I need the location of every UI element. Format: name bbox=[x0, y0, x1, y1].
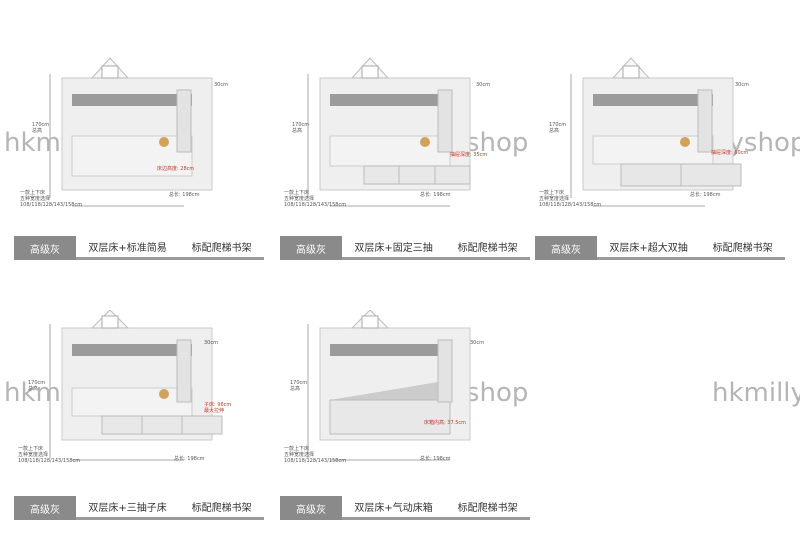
inner-dimension-label: 床边高度: 28cm bbox=[157, 166, 195, 172]
dimension-label: 30cm bbox=[214, 82, 228, 88]
color-tag: 高级灰 bbox=[14, 496, 76, 520]
product-description: 双层床+超大双抽 bbox=[609, 243, 688, 254]
color-tag: 高级灰 bbox=[280, 496, 342, 520]
product-panel-3: 30cm 170cm 总高 抽屉深度: 60cm 总长: 198cm 一款上下床… bbox=[535, 50, 785, 260]
dimension-label: 170cm bbox=[28, 380, 46, 386]
bunk-bed-image bbox=[49, 57, 213, 207]
inner-dimension-label: 抽屉深度: 60cm bbox=[711, 150, 749, 156]
caption-bar: 高级灰 双层床+固定三抽 标配爬梯书架 bbox=[280, 236, 530, 260]
width-options-label: 一款上下床 五种宽度选择 108/118/128/143/158cm bbox=[284, 190, 347, 208]
ladder-feature: 标配爬梯书架 bbox=[191, 503, 252, 514]
color-tag: 高级灰 bbox=[280, 236, 342, 260]
product-panel-2: 30cm 170cm 总高 抽屉深度: 35cm 总长: 198cm 一款上下床… bbox=[280, 50, 530, 260]
dimension-label: 总高 bbox=[32, 128, 43, 134]
inner-dimension-label: 床箱内高: 37.5cm bbox=[424, 420, 467, 426]
dimension-label: 170cm bbox=[292, 122, 310, 128]
dimension-label: 170cm bbox=[549, 122, 567, 128]
bunk-bed-image bbox=[307, 57, 471, 207]
product-description: 双层床+气动床箱 bbox=[354, 503, 433, 514]
dimension-label: 170cm bbox=[290, 380, 308, 386]
ladder-feature: 标配爬梯书架 bbox=[712, 243, 773, 254]
width-options-label: 一款上下床 五种宽度选择 108/118/128/143/158cm bbox=[284, 446, 347, 464]
dimension-label: 170cm bbox=[32, 122, 50, 128]
bunk-bed-image bbox=[570, 57, 742, 207]
product-panel-4: 30cm 170cm 总高 子床: 96cm 最大拉伸 总长: 198cm 一款… bbox=[14, 310, 264, 520]
width-options-label: 一款上下床 五种宽度选择 108/118/128/143/158cm bbox=[539, 190, 602, 208]
ladder-feature: 标配爬梯书架 bbox=[457, 503, 518, 514]
product-description: 双层床+三抽子床 bbox=[88, 503, 167, 514]
product-description: 双层床+固定三抽 bbox=[354, 243, 433, 254]
dimension-label: 总高 bbox=[290, 386, 301, 392]
width-options-label: 一款上下床 五种宽度选择 108/118/128/143/158cm bbox=[18, 446, 81, 464]
caption-text: 双层床+标准简易 标配爬梯书架 bbox=[76, 236, 264, 260]
caption-text: 双层床+超大双抽 标配爬梯书架 bbox=[597, 236, 785, 260]
color-tag: 高级灰 bbox=[14, 236, 76, 260]
dimension-label: 30cm bbox=[204, 340, 218, 346]
length-label: 总长: 198cm bbox=[690, 192, 721, 198]
caption-bar: 高级灰 双层床+气动床箱 标配爬梯书架 bbox=[280, 496, 530, 520]
dimension-label: 30cm bbox=[470, 340, 484, 346]
dimension-label: 总高 bbox=[292, 128, 303, 134]
length-label: 总长: 198cm bbox=[420, 456, 451, 462]
caption-text: 双层床+固定三抽 标配爬梯书架 bbox=[342, 236, 530, 260]
length-label: 总长: 198cm bbox=[174, 456, 205, 462]
ladder-feature: 标配爬梯书架 bbox=[457, 243, 518, 254]
color-tag: 高级灰 bbox=[535, 236, 597, 260]
width-options-label: 一款上下床 五种宽度选择 108/118/128/143/158cm bbox=[20, 190, 83, 208]
dimension-label: 30cm bbox=[476, 82, 490, 88]
bunk-bed-image bbox=[49, 310, 223, 461]
dimension-label: 30cm bbox=[735, 82, 749, 88]
length-label: 总长: 198cm bbox=[420, 192, 451, 198]
product-panel-1: 30cm 170cm 总高 床边高度: 28cm 总长: 198cm 一款上下床… bbox=[14, 50, 264, 260]
length-label: 总长: 198cm bbox=[169, 192, 200, 198]
watermark: hkmillyshop bbox=[712, 378, 800, 408]
product-description: 双层床+标准简易 bbox=[88, 243, 167, 254]
dimension-label: 总高 bbox=[28, 386, 39, 392]
product-panel-5: 30cm 170cm 总高 床箱内高: 37.5cm 总长: 198cm 一款上… bbox=[280, 310, 530, 520]
caption-bar: 高级灰 双层床+标准简易 标配爬梯书架 bbox=[14, 236, 264, 260]
ladder-feature: 标配爬梯书架 bbox=[191, 243, 252, 254]
dimension-label: 总高 bbox=[549, 128, 560, 134]
caption-bar: 高级灰 双层床+超大双抽 标配爬梯书架 bbox=[535, 236, 785, 260]
caption-text: 双层床+气动床箱 标配爬梯书架 bbox=[342, 496, 530, 520]
caption-bar: 高级灰 双层床+三抽子床 标配爬梯书架 bbox=[14, 496, 264, 520]
inner-dimension-label: 子床: 96cm 最大拉伸 bbox=[204, 402, 232, 414]
caption-text: 双层床+三抽子床 标配爬梯书架 bbox=[76, 496, 264, 520]
inner-dimension-label: 抽屉深度: 35cm bbox=[450, 152, 488, 158]
bunk-bed-image bbox=[307, 310, 471, 461]
